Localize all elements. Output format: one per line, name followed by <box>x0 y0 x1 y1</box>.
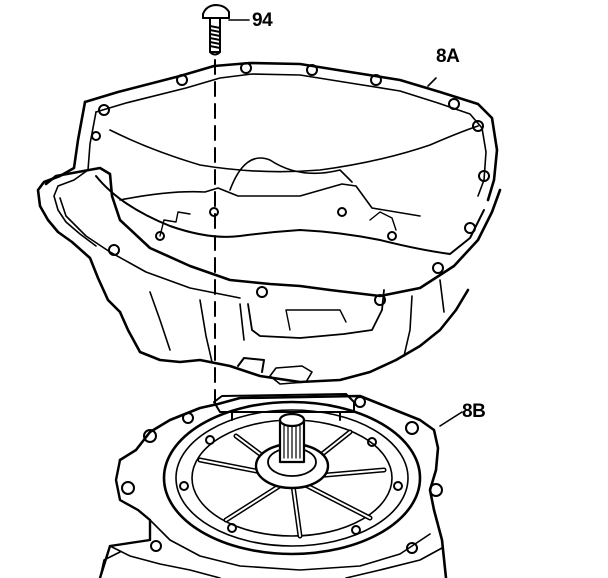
input-shaft-icon <box>278 412 306 464</box>
callout-8a: 8A <box>436 46 460 67</box>
bell-housing-icon <box>36 61 502 385</box>
callout-8b: 8B <box>462 401 486 422</box>
transmission-case-icon <box>98 393 463 578</box>
callout-94: 94 <box>252 10 273 31</box>
bolt-icon <box>202 4 250 56</box>
